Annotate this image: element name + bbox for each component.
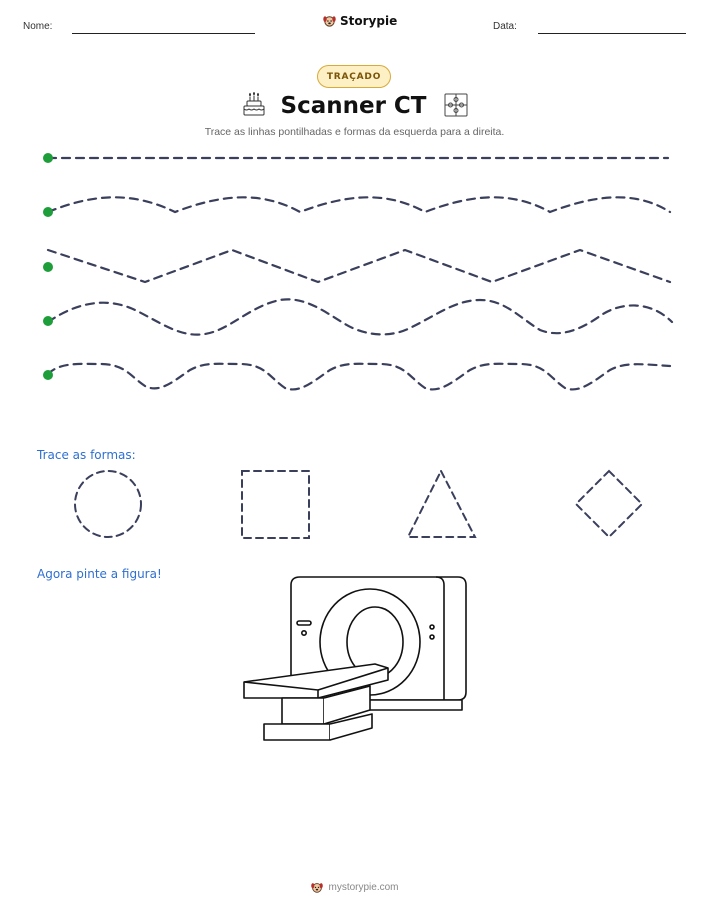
brand-name: Storypie xyxy=(340,13,398,28)
page-title-text: Scanner CT xyxy=(280,93,427,119)
trace-shape-diamond[interactable] xyxy=(574,469,644,539)
birthday-cake-icon xyxy=(243,91,264,116)
start-dot-1 xyxy=(43,153,53,163)
footer: mystorypie.com xyxy=(0,880,709,894)
brand-logo: Storypie xyxy=(322,13,397,28)
start-dot-5 xyxy=(43,370,53,380)
shapes-section-label: Trace as formas: xyxy=(37,448,136,462)
tracing-lines-area xyxy=(43,153,674,391)
date-write-line xyxy=(538,33,686,34)
tracing-shapes-area xyxy=(74,468,644,539)
trace-line-zigzag[interactable] xyxy=(46,248,672,284)
start-dot-3 xyxy=(43,262,53,272)
dog-mascot-icon xyxy=(323,16,336,27)
ct-scanner-illustration[interactable] xyxy=(240,572,470,744)
name-write-line xyxy=(72,33,255,34)
trace-line-wave-2[interactable] xyxy=(46,298,674,336)
coloring-section-label: Agora pinte a figura! xyxy=(37,567,162,581)
puzzle-icon xyxy=(444,93,467,117)
date-label: Data: xyxy=(493,21,517,32)
page-title: Scanner CT xyxy=(0,91,709,119)
tracing-badge: TRAÇADO xyxy=(317,65,391,88)
footer-link[interactable]: mystorypie.com xyxy=(328,881,399,893)
name-label: Nome: xyxy=(23,21,53,32)
start-dot-4 xyxy=(43,316,53,326)
instructions-text: Trace as linhas pontilhadas e formas da … xyxy=(204,126,505,138)
start-dot-2 xyxy=(43,207,53,217)
trace-line-bumps[interactable] xyxy=(46,362,672,391)
trace-shape-triangle[interactable] xyxy=(406,468,477,538)
trace-line-wave[interactable] xyxy=(46,196,672,214)
trace-shape-square[interactable] xyxy=(241,470,310,539)
trace-shape-circle[interactable] xyxy=(74,470,142,538)
dog-mascot-icon xyxy=(311,883,324,893)
